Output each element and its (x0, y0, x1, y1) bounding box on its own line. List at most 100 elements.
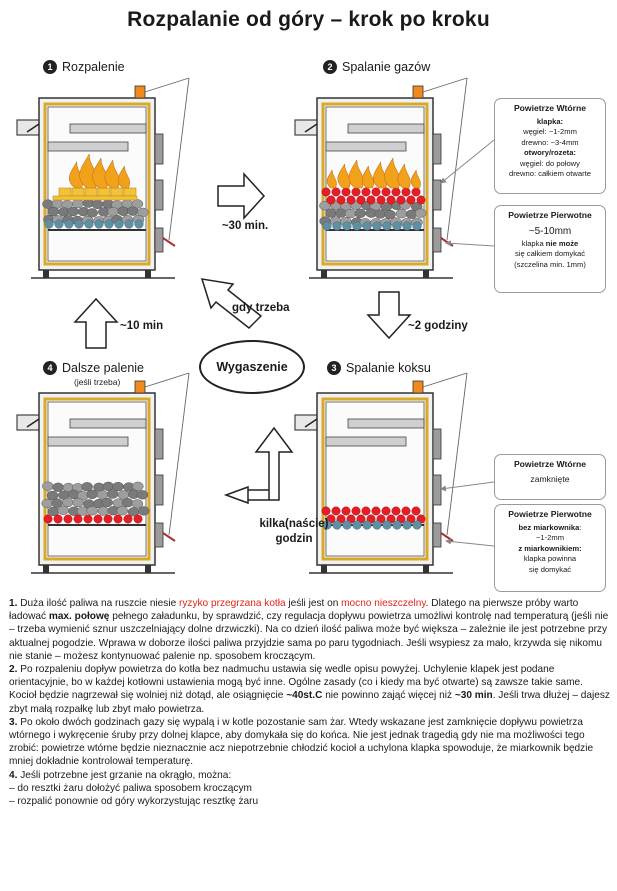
ash-ball (402, 221, 412, 231)
coal-lump (57, 505, 69, 515)
water-jacket (321, 102, 429, 266)
ember (331, 187, 341, 197)
ash-ball (392, 221, 402, 231)
leg (321, 270, 327, 278)
lower-door (432, 522, 442, 548)
boiler-dalsze-palenie (16, 372, 190, 574)
coal-lump (354, 208, 367, 218)
leader-b3-primary (445, 538, 495, 547)
box-title: Powietrze Wtórne (513, 103, 587, 113)
step-4-number: 4 (43, 361, 57, 375)
coal-lump (127, 206, 139, 216)
ash-ball (74, 219, 84, 229)
coal-lump (121, 498, 134, 508)
bez-miarkownika-label: bez miarkownika (518, 522, 580, 532)
z-miarkownikiem-value2: się domykać (528, 564, 572, 574)
box-title: Powietrze Pierwotne (508, 210, 592, 220)
boiler-spalanie-koksu (294, 372, 468, 574)
paragraph-4: 4. Jeśli potrzebne jest grzanie na okrąg… (9, 769, 232, 781)
klapka-coal: węgiel: ~1-2mm (523, 127, 577, 137)
ember (53, 514, 63, 524)
coal-lump (117, 490, 130, 500)
flame (410, 169, 421, 189)
coal-lump (86, 489, 98, 499)
gap-text: (szczelina min. 1mm) (514, 259, 586, 269)
list-item-1: – do resztki żaru dołożyć paliwa sposobe… (9, 782, 252, 794)
ember (113, 514, 123, 524)
leader-b2-secondary (440, 139, 495, 184)
ash-ball (64, 219, 74, 229)
baffle-plate (69, 418, 147, 429)
flame (326, 169, 337, 189)
ember (83, 514, 93, 524)
coal-lump (131, 499, 144, 509)
ember (351, 506, 361, 516)
bez-miarkownika-value: ~1-2mm (535, 533, 565, 543)
ash-ball (124, 219, 134, 229)
ash-ball (382, 221, 392, 231)
flame (361, 165, 374, 189)
leader-b3-secondary (440, 481, 495, 492)
boiler-rozpalenie (16, 77, 190, 279)
z-miarkownikiem-value1: klapka powinna (523, 554, 577, 564)
page-title: Rozpalanie od góry – krok po kroku (127, 8, 490, 31)
coal-lump (72, 497, 84, 508)
box-title: Powietrze Pierwotne (508, 509, 592, 519)
baffle-plate (47, 141, 129, 152)
ember (381, 187, 391, 197)
primary-air-value: ~5-10mm (528, 225, 572, 237)
middle-door (154, 179, 164, 211)
regulator-chain (168, 77, 190, 241)
arrow-3-to-4 (223, 426, 294, 505)
ember (326, 195, 336, 205)
ash-ball (362, 520, 372, 530)
ember (411, 187, 421, 197)
middle-door (432, 474, 442, 506)
coal-lump (102, 481, 115, 491)
ash-ball (392, 520, 402, 530)
coal-lump (131, 199, 144, 209)
coal-lump (344, 208, 357, 219)
lower-door (154, 227, 164, 253)
coal-lump (414, 208, 427, 218)
coal-lump (86, 208, 98, 218)
leader-b2-primary (445, 240, 495, 247)
damper (304, 123, 318, 133)
middle-door (432, 179, 442, 211)
arrow-2-to-3 (366, 291, 412, 340)
ember (341, 187, 351, 197)
arrow-2-3-label: ~2 godziny (408, 320, 468, 332)
coal-lump (101, 497, 113, 508)
thermostat (134, 85, 146, 99)
ember (381, 506, 391, 516)
baffle-plate (325, 141, 407, 152)
coal-lump (107, 207, 119, 217)
flue-pipe (294, 119, 320, 136)
ash-ball (44, 219, 54, 229)
flame (117, 165, 130, 189)
ash-ball (104, 219, 114, 229)
baffle-plate (347, 418, 425, 429)
flue-pipe (16, 119, 42, 136)
regulator-chain (168, 372, 190, 536)
ember (396, 195, 406, 205)
coal-lump (81, 482, 93, 492)
baffle-plate (69, 123, 147, 134)
coal-lump (67, 207, 79, 217)
coal-lump (41, 498, 54, 509)
ash-ball (94, 219, 104, 229)
ember (361, 506, 371, 516)
step-2-text: Spalanie gazów (342, 60, 431, 74)
ember (411, 506, 421, 516)
lower-door (154, 522, 164, 548)
secondary-air-closed: zamknięte (530, 473, 570, 484)
arrow-4-1-label: ~10 min (120, 320, 164, 332)
step-4-text: Dalsze palenie (62, 361, 144, 375)
regulator-chain (446, 372, 468, 536)
lower-door (432, 227, 442, 253)
ash-ball (372, 221, 382, 231)
step-3-text: Spalanie koksu (346, 361, 431, 375)
ember (416, 195, 426, 205)
wygaszenie-label: Wygaszenie (216, 360, 288, 374)
box-title: Powietrze Wtórne (513, 459, 587, 469)
